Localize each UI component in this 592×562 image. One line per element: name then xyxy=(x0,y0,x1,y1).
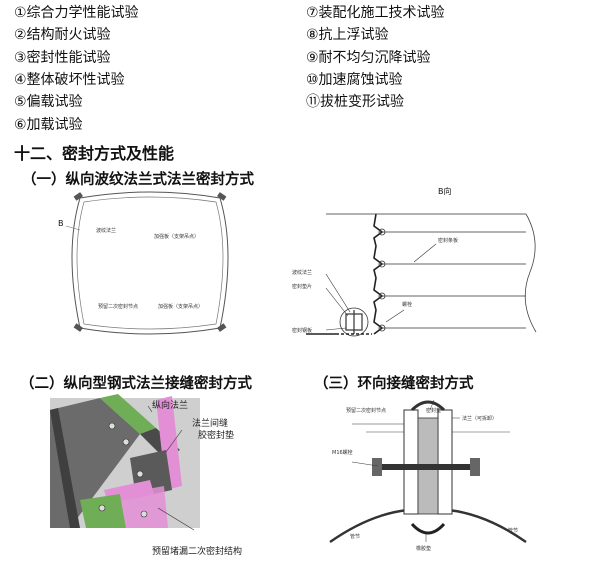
test-item: ⑧抗上浮试验 xyxy=(306,27,389,43)
test-item: ⑪拔桩变形试验 xyxy=(306,94,404,110)
test-item: ②结构耐火试验 xyxy=(14,27,111,43)
figure-label: 加强板（支架吊点） xyxy=(154,233,199,240)
render-label: 胶密封垫 xyxy=(198,429,234,441)
section-title: 十二、密封方式及性能 xyxy=(14,144,175,163)
test-item: ④整体破坏性试验 xyxy=(14,72,125,88)
detail-label: 密封垫片 xyxy=(292,283,312,290)
test-item: ⑥加载试验 xyxy=(14,117,83,133)
render-label: 纵向法兰 xyxy=(152,399,188,411)
figure-label: 预留二次密封节点 xyxy=(98,303,138,310)
test-item: ⑤偏载试验 xyxy=(14,94,83,110)
detail-label: 波纹法兰 xyxy=(292,269,312,276)
subsection-2-title: （二）纵向型钢式法兰接缝密封方式 xyxy=(20,375,252,392)
joint-label: 管节 xyxy=(508,527,518,534)
figure-label: 波纹法兰 xyxy=(96,227,116,234)
joint-label: 密封垫 xyxy=(426,407,441,414)
test-item: ⑩加速腐蚀试验 xyxy=(306,72,403,88)
detail-label: 密封条板 xyxy=(438,237,458,244)
subsection-3-title: （三）环向接缝密封方式 xyxy=(314,375,474,392)
detail-label: 密封钢板 xyxy=(292,327,312,334)
tunnel-cross-section-figure: B 波纹法兰 加强板（支架吊点） 预留二次密封节点 加强板（支架吊点） xyxy=(58,191,229,335)
detail-label: 螺栓 xyxy=(402,301,412,308)
joint-label: 管节 xyxy=(350,533,360,540)
joint-label: 预留二次密封节点 xyxy=(346,407,386,414)
figure-label: 加强板（支架吊点） xyxy=(158,303,203,310)
detail-title: B向 xyxy=(438,186,452,196)
render-label: 预留堵漏二次密封结构 xyxy=(152,545,242,557)
steel-flange-render-figure: 纵向法兰 法兰间缝 胶密封垫 预留堵漏二次密封结构 xyxy=(50,394,242,557)
joint-label: 橡胶垫 xyxy=(416,545,431,552)
test-item: ③密封性能试验 xyxy=(14,50,111,66)
render-label: 法兰间缝 xyxy=(192,417,228,429)
label-b: B xyxy=(58,219,64,228)
subsection-1-title: （一）纵向波纹法兰式法兰密封方式 xyxy=(22,171,254,188)
test-item: ⑦装配化施工技术试验 xyxy=(306,5,445,21)
test-item: ①综合力学性能试验 xyxy=(14,5,139,21)
test-item: ⑨耐不均匀沉降试验 xyxy=(306,50,431,66)
circumferential-joint-figure: 预留二次密封节点 密封垫 法兰（可拆卸） M16螺栓 管节 橡胶垫 管节 xyxy=(329,399,527,552)
joint-label: 法兰（可拆卸） xyxy=(462,415,497,422)
b-direction-detail-figure: B向 波纹法兰 密封垫片 密封钢板 密封条板 螺栓 xyxy=(292,186,537,337)
joint-label: M16螺栓 xyxy=(332,449,353,456)
